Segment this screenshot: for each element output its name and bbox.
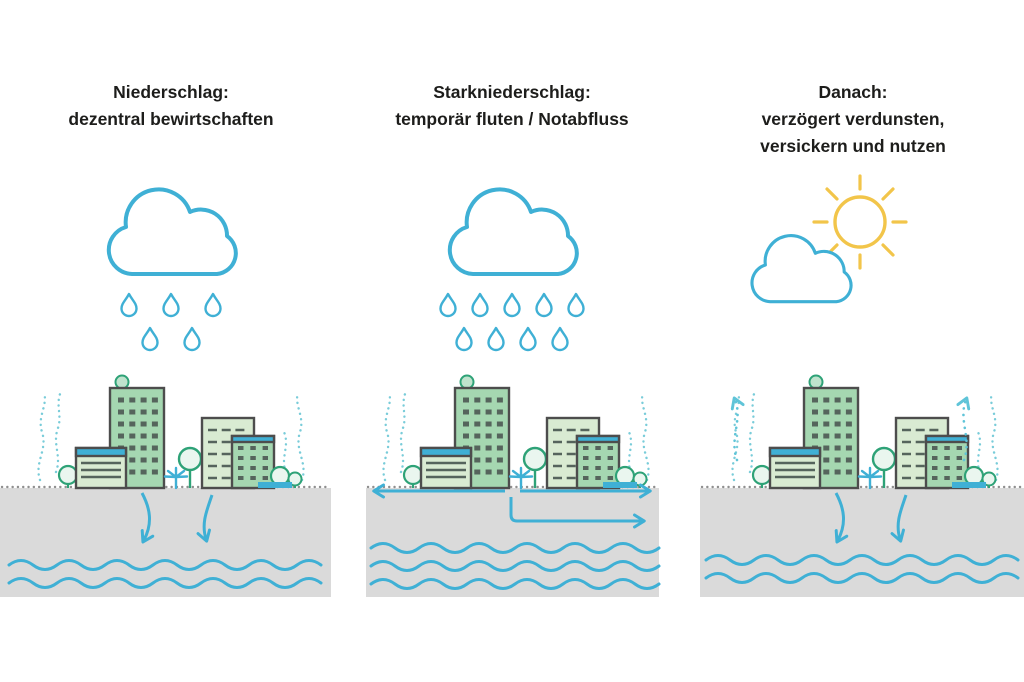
- groundwater-wave: [7, 559, 323, 571]
- rain-drop-icon: [455, 326, 473, 352]
- rain-drop-icon: [204, 292, 222, 318]
- panel-title-line: versickern und nutzen: [760, 136, 946, 156]
- rain-drop-icon: [162, 292, 180, 318]
- surface-runoff-arrows: [372, 483, 652, 529]
- groundwater-wave: [369, 578, 661, 590]
- rain-drop-icon: [487, 326, 505, 352]
- sun-rays: [812, 174, 908, 270]
- rain-drop-icon: [503, 292, 521, 318]
- groundwater-wave: [369, 560, 661, 572]
- rain-drops: [120, 292, 222, 352]
- infiltration-arrows: [140, 492, 214, 544]
- evaporation-arrow: [730, 396, 745, 462]
- groundwater-wave: [369, 542, 661, 554]
- ground-block: [0, 488, 331, 597]
- sun-behind-cloud-icon: [750, 174, 908, 304]
- groundwater-waves: [704, 554, 1020, 584]
- panel-niederschlag: Niederschlag: dezentral bewirtschaften: [0, 82, 331, 597]
- sun-icon: [833, 195, 887, 249]
- infiltration-arrows: [834, 492, 908, 544]
- panel-title-line: dezentral bewirtschaften: [68, 109, 273, 129]
- storage-arrow: [509, 497, 646, 529]
- infiltration-arrow: [196, 494, 214, 543]
- groundwater-waves: [369, 542, 661, 590]
- panel-title-line: verzögert verdunsten,: [762, 109, 945, 129]
- panel-title-line: Starkniederschlag:: [433, 82, 591, 102]
- rain-drop-icon: [141, 326, 159, 352]
- rain-drop-icon: [551, 326, 569, 352]
- rain-cloud-icon: [106, 187, 238, 276]
- rain-drop-icon: [535, 292, 553, 318]
- rain-drop-icon: [439, 292, 457, 318]
- rain-drop-icon: [567, 292, 585, 318]
- rain-drops: [439, 292, 585, 352]
- panel-title-line: Danach:: [818, 82, 887, 102]
- groundwater-wave: [7, 577, 323, 589]
- panel-danach: Danach: verzögert verdunsten, versickern…: [700, 82, 1024, 597]
- infiltration-arrow: [140, 492, 155, 544]
- panel-title-line: Niederschlag:: [113, 82, 229, 102]
- groundwater-waves: [7, 559, 323, 589]
- panel-title-line: temporär fluten / Notabfluss: [395, 109, 629, 129]
- city-scene: [38, 376, 303, 489]
- rain-drop-icon: [471, 292, 489, 318]
- rain-drop-icon: [519, 326, 537, 352]
- ground: [0, 485, 331, 597]
- groundwater-wave: [704, 554, 1020, 566]
- evaporation-arrows: [730, 396, 971, 462]
- rain-drop-icon: [183, 326, 201, 352]
- heavy-rain-cloud-icon: [447, 187, 579, 276]
- city-scene: [383, 376, 648, 489]
- rain-drop-icon: [120, 292, 138, 318]
- infiltration-arrow: [834, 492, 849, 544]
- evaporation-arrow: [956, 396, 971, 462]
- panel-starkniederschlag: Starkniederschlag: temporär fluten / Not…: [366, 82, 661, 597]
- infiltration-arrow: [890, 494, 908, 543]
- city-scene: [732, 376, 997, 489]
- groundwater-wave: [704, 572, 1020, 584]
- ground: [700, 485, 1024, 597]
